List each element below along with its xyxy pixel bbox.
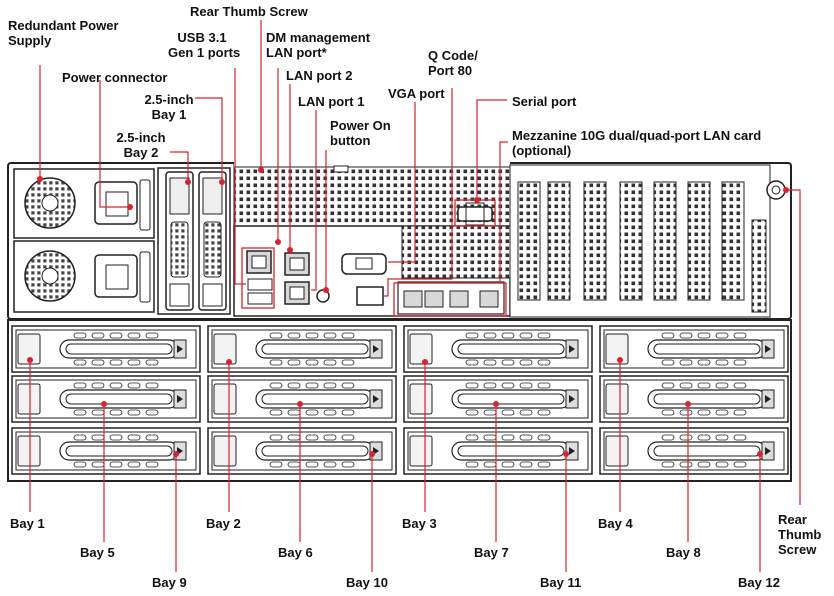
- label-bay-9: Bay 9: [152, 575, 187, 590]
- label-line: USB 3.1: [168, 30, 236, 45]
- label-bay-2: Bay 2: [206, 516, 241, 531]
- label-bay-4: Bay 4: [598, 516, 633, 531]
- label-line: Bay 2: [112, 145, 170, 160]
- label-bay-7: Bay 7: [474, 545, 509, 560]
- label-redundant-power-supply: Redundant Power Supply: [8, 18, 119, 48]
- serial-port: [458, 207, 492, 221]
- drive-bay-carrier[interactable]: [12, 376, 200, 422]
- label-line: Supply: [8, 33, 119, 48]
- drive-bay-carrier[interactable]: [208, 326, 396, 372]
- drive-bay-carrier[interactable]: [208, 376, 396, 422]
- label-bay-8: Bay 8: [666, 545, 701, 560]
- drive-bay-carrier[interactable]: [12, 326, 200, 372]
- label-line: Redundant Power: [8, 18, 119, 33]
- label-line: (optional): [512, 143, 761, 158]
- drive-bay-carrier[interactable]: [404, 376, 592, 422]
- drive-bay-carrier[interactable]: [404, 428, 592, 474]
- label-line: 2.5-inch: [140, 92, 198, 107]
- drive-bay-carrier[interactable]: [600, 376, 788, 422]
- label-2-5-inch-bay-2: 2.5-inch Bay 2: [112, 130, 170, 160]
- pcie-slot-brackets: [518, 182, 766, 312]
- label-line: DM management: [266, 30, 370, 45]
- label-power-on-button: Power On button: [330, 118, 391, 148]
- usb-port-1: [248, 279, 272, 290]
- label-rear-thumb-screw-right: Rear Thumb Screw: [778, 512, 821, 557]
- label-line: Thumb: [778, 527, 821, 542]
- qcode-port80: [357, 287, 383, 305]
- label-bay-10: Bay 10: [346, 575, 388, 590]
- label-lan-port-2: LAN port 2: [286, 68, 352, 83]
- label-usb-ports: USB 3.1 Gen 1 ports: [168, 30, 236, 60]
- label-dm-management-lan: DM management LAN port*: [266, 30, 370, 60]
- label-line: button: [330, 133, 391, 148]
- label-power-connector: Power connector: [62, 70, 167, 85]
- bays-2-5-inch: [158, 168, 230, 314]
- label-qcode-port80: Q Code/ Port 80: [428, 48, 478, 78]
- label-bay-11: Bay 11: [540, 575, 581, 590]
- label-line: Power On: [330, 118, 391, 133]
- label-line: Screw: [778, 542, 821, 557]
- label-line: Q Code/: [428, 48, 478, 63]
- label-line: 2.5-inch: [112, 130, 170, 145]
- label-bay-6: Bay 6: [278, 545, 313, 560]
- label-line: LAN port*: [266, 45, 370, 60]
- label-line: Mezzanine 10G dual/quad-port LAN card: [512, 128, 761, 143]
- label-bay-3: Bay 3: [402, 516, 437, 531]
- drive-bay-carrier[interactable]: [600, 326, 788, 372]
- label-bay-1: Bay 1: [10, 516, 45, 531]
- label-line: Bay 1: [140, 107, 198, 122]
- drive-bay-carrier[interactable]: [208, 428, 396, 474]
- label-mezzanine-lan: Mezzanine 10G dual/quad-port LAN card (o…: [512, 128, 761, 158]
- drive-bay-carrier[interactable]: [404, 326, 592, 372]
- mezzanine-lan-card: [398, 282, 504, 314]
- label-rear-thumb-screw-top: Rear Thumb Screw: [190, 4, 308, 19]
- label-serial-port: Serial port: [512, 94, 576, 109]
- label-bay-5: Bay 5: [80, 545, 115, 560]
- usb-port-2: [248, 293, 272, 304]
- label-vga-port: VGA port: [388, 86, 445, 101]
- label-line: Gen 1 ports: [168, 45, 236, 60]
- label-line: Rear: [778, 512, 821, 527]
- drive-bay-carrier[interactable]: [12, 428, 200, 474]
- label-2-5-inch-bay-1: 2.5-inch Bay 1: [140, 92, 198, 122]
- power-supply-units: [14, 169, 154, 312]
- label-lan-port-1: LAN port 1: [298, 94, 364, 109]
- label-bay-12: Bay 12: [738, 575, 780, 590]
- label-line: Port 80: [428, 63, 478, 78]
